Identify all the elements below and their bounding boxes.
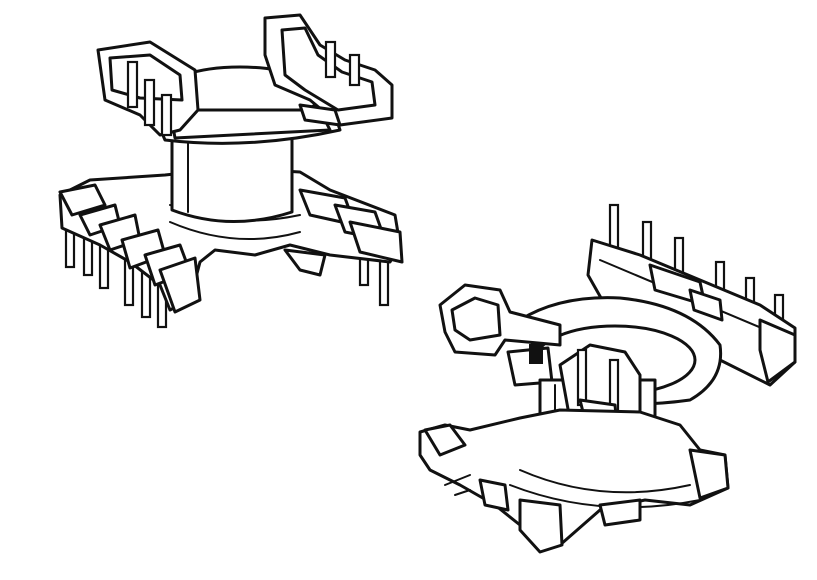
bobbin-left-top-clip-left <box>96 40 200 137</box>
bobbin-left-core <box>170 133 294 223</box>
bobbin-right <box>418 203 797 554</box>
bobbin-right-terminal-rail <box>586 238 797 387</box>
bobbin-right-bottom-flange <box>418 408 730 554</box>
bobbin-right-left-clip <box>438 283 562 387</box>
bobbin-left-bottom-flange <box>58 166 404 314</box>
bobbin-left <box>58 13 404 329</box>
bobbin-left-top-clip-right <box>263 13 394 127</box>
